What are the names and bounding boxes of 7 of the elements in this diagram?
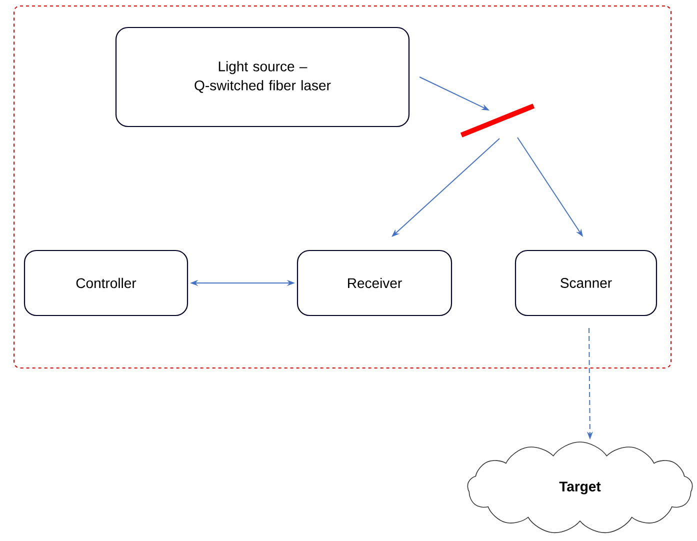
mirror-bar <box>460 104 535 138</box>
target-cloud: Target <box>467 442 693 534</box>
process-box: Controller <box>24 250 188 316</box>
process-box: Scanner <box>514 250 658 316</box>
process-box: Light source – Q-switched fiber laser <box>115 26 410 128</box>
dashed-boundary <box>14 6 672 368</box>
process-box: Receiver <box>296 250 452 316</box>
